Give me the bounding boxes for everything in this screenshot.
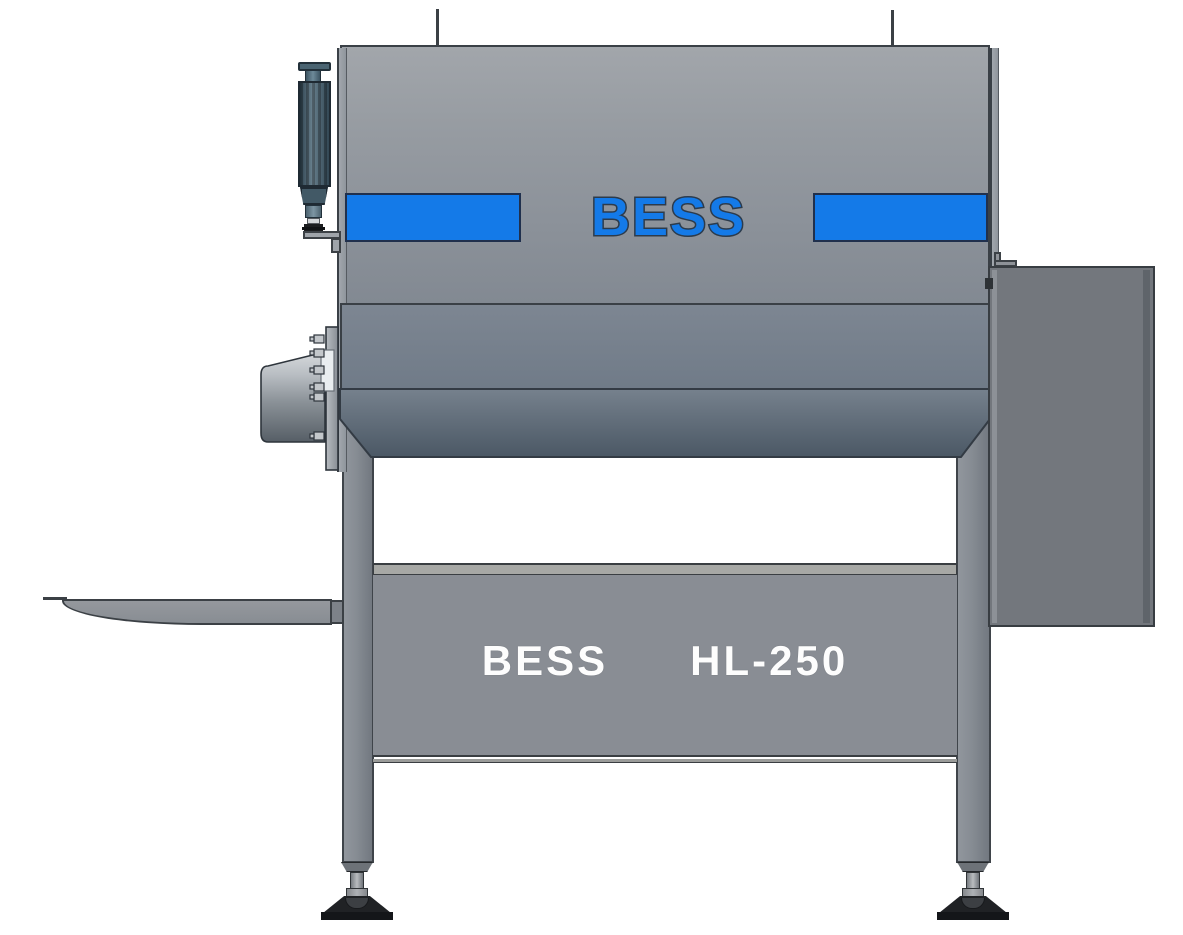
brand-stripe-left [345, 193, 521, 242]
discharge-tray-lip [43, 597, 67, 600]
foot-adapter-right [957, 862, 989, 872]
actuator-bracket-horizontal [303, 231, 341, 239]
outlet-spout-assembly [260, 326, 339, 471]
brand-logo: BESS [589, 187, 747, 248]
discharge-tray-connector [330, 600, 344, 624]
frame-panel-model-label: HL-250 [690, 637, 849, 684]
panel-door-clip [985, 278, 993, 289]
foot-nut-right [962, 888, 984, 897]
frame-panel-labels: BESS HL-250 [373, 637, 957, 685]
panel-door-shade [1143, 270, 1150, 623]
foot-base-right [937, 912, 1009, 920]
leg-left [342, 415, 374, 863]
hopper-bottom [339, 388, 991, 458]
foot-base-left [321, 912, 393, 920]
foot-adapter-left [341, 862, 373, 872]
actuator-bracket-vertical [331, 238, 341, 253]
left-side-sheet-edge [337, 48, 347, 472]
foot-nut-left [346, 888, 368, 897]
frame-panel-brand-label: BESS [481, 637, 609, 684]
actuator-taper [300, 187, 328, 205]
upper-housing [340, 45, 990, 305]
leg-right [956, 415, 991, 863]
right-side-sheet-edge [990, 48, 999, 267]
outlet-spout [260, 350, 326, 443]
discharge-tray [62, 599, 332, 625]
actuator-ribbed-body [298, 81, 331, 187]
top-rod-right [891, 10, 894, 48]
foot-stem-right [966, 872, 980, 889]
electrical-panel-door [988, 266, 1155, 627]
frame-panel-top-rail [373, 563, 957, 575]
frame-panel-bottom-strip [373, 759, 957, 763]
mid-housing-band [340, 303, 990, 390]
actuator-fitting-bar [302, 227, 325, 230]
flange-bolts [309, 334, 325, 441]
actuator-lower-cylinder [305, 205, 322, 218]
top-rod-left [436, 9, 439, 48]
frame-panel: BESS HL-250 [373, 575, 957, 757]
panel-door-highlight [992, 270, 997, 623]
actuator-tip [307, 218, 320, 224]
foot-stem-left [350, 872, 364, 889]
brand-stripe-right [813, 193, 988, 242]
flange-plate [325, 326, 339, 471]
